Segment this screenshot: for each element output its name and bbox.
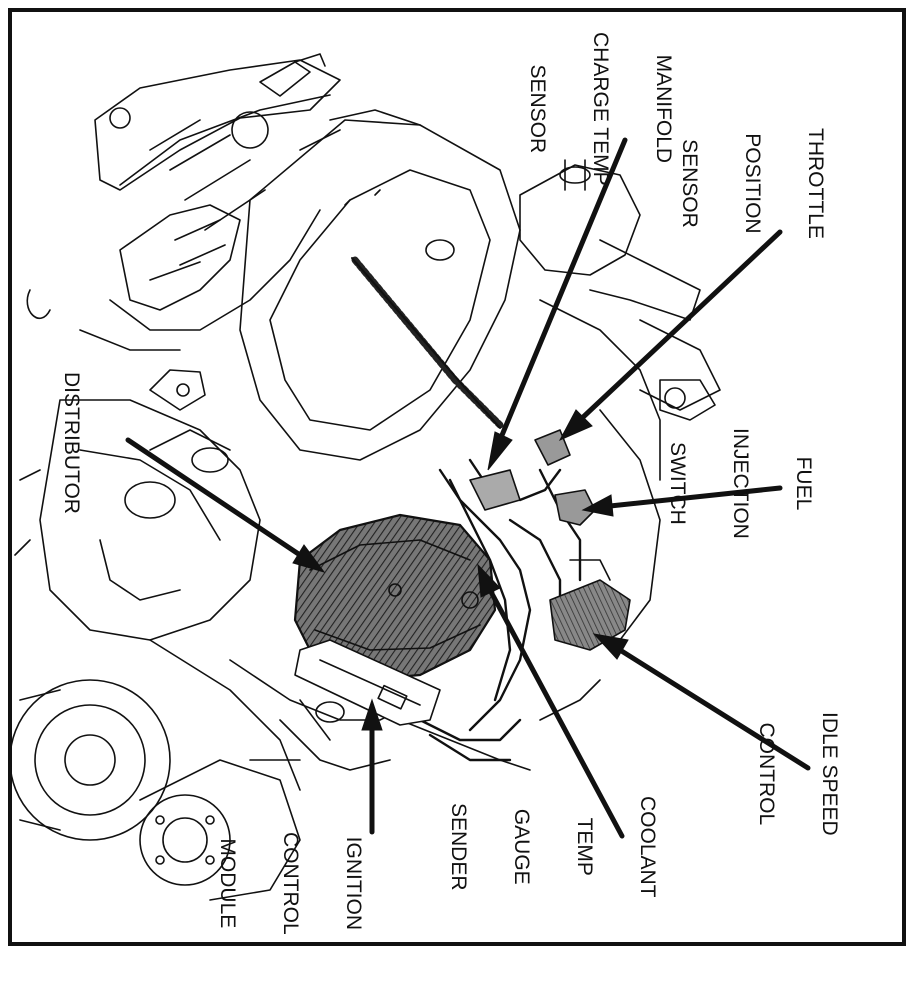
idle-speed-control-part: [549, 559, 631, 651]
label-line: CHARGE TEMP: [589, 32, 612, 186]
label-line: THROTTLE: [804, 128, 827, 239]
label-line: TEMP: [573, 817, 596, 876]
label-line: IGNITION: [342, 836, 365, 931]
fuel-injection-connector: [469, 429, 596, 526]
pulley: [9, 679, 171, 841]
label-line: SENSOR: [526, 64, 549, 154]
misc-details: [26, 289, 601, 721]
label-line: COOLANT: [636, 796, 659, 898]
ignition-control-module-part: [294, 639, 441, 726]
leader-distributor: [125, 437, 326, 573]
label-line: POSITION: [741, 133, 764, 234]
label-line: CONTROL: [755, 722, 778, 826]
label-line: SENDER: [447, 802, 470, 891]
leader-idle-speed: [592, 633, 811, 771]
leader-throttle-position: [558, 229, 783, 442]
diagram-frame: [8, 8, 906, 946]
label-idle-speed: IDLE SPEED CONTROL: [714, 712, 882, 836]
leader-fuel-injection: [581, 485, 783, 517]
label-line: MODULE: [216, 838, 239, 929]
label-line: CONTROL: [279, 832, 302, 935]
throttle-body: [519, 159, 721, 641]
label-line: GAUGE: [510, 808, 533, 885]
label-line: DISTRIBUTOR: [60, 372, 83, 514]
label-line: IDLE SPEED: [818, 712, 841, 836]
leader-manifold-charge-temp: [487, 137, 628, 471]
leader-ignition-module: [361, 698, 383, 835]
label-line: INJECTION: [729, 428, 752, 539]
label-fuel-injection: FUEL INJECTION SWITCH: [625, 428, 856, 539]
label-distributor: DISTRIBUTOR: [19, 372, 124, 514]
label-line: FUEL: [792, 456, 815, 511]
label-throttle-position: THROTTLE POSITION SENSOR: [637, 128, 868, 239]
label-coolant-temp: COOLANT TEMP GAUGE SENDER: [406, 796, 700, 898]
leader-coolant-temp: [477, 563, 625, 839]
label-line: SWITCH: [666, 442, 689, 525]
valve-cover: [239, 109, 521, 461]
intake-manifold: [79, 53, 341, 351]
label-line: SENSOR: [678, 139, 701, 228]
label-ignition-module: IGNITION CONTROL MODULE: [175, 832, 406, 935]
engine-block: [14, 399, 261, 641]
water-pump: [139, 639, 301, 901]
